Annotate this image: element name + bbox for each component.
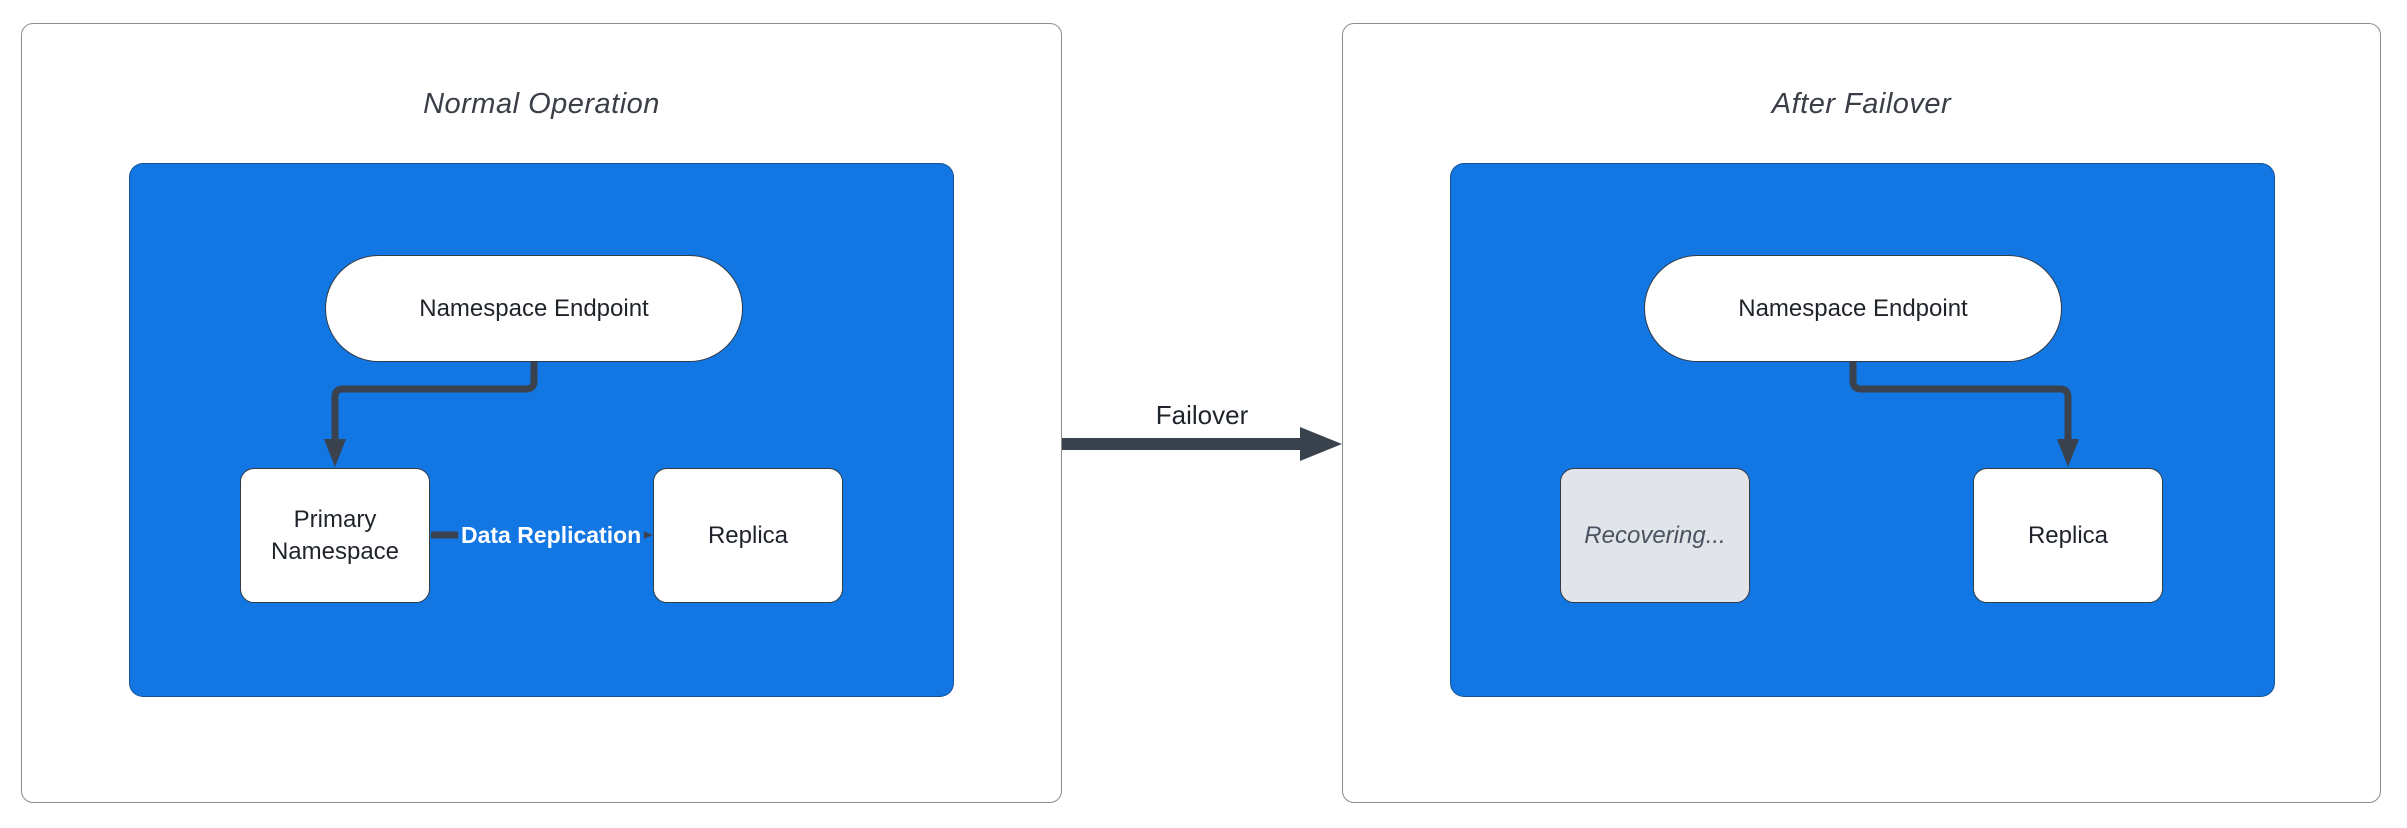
recovering-label: Recovering... bbox=[1584, 521, 1726, 549]
primary-namespace-node: Primary Namespace bbox=[240, 468, 430, 603]
namespace-container-failover bbox=[1450, 163, 2275, 697]
data-replication-edge-label: Data Replication bbox=[458, 521, 645, 550]
namespace-endpoint-node-normal: Namespace Endpoint bbox=[325, 255, 743, 362]
replica-node-failover: Replica bbox=[1973, 468, 2163, 603]
panel-title-normal-operation: Normal Operation bbox=[423, 88, 660, 120]
namespace-endpoint-label: Namespace Endpoint bbox=[419, 294, 649, 322]
namespace-endpoint-label: Namespace Endpoint bbox=[1738, 294, 1968, 322]
replica-node-normal: Replica bbox=[653, 468, 843, 603]
replica-label: Replica bbox=[2027, 521, 2109, 549]
primary-namespace-label: Primary Namespace bbox=[270, 505, 400, 565]
failover-arrowhead bbox=[1300, 427, 1342, 461]
namespace-endpoint-node-failover: Namespace Endpoint bbox=[1644, 255, 2062, 362]
recovering-node: Recovering... bbox=[1560, 468, 1750, 603]
namespace-container-normal bbox=[129, 163, 954, 697]
replica-label: Replica bbox=[707, 521, 789, 549]
failover-label: Failover bbox=[1155, 400, 1249, 430]
panel-title-after-failover: After Failover bbox=[1771, 88, 1952, 120]
